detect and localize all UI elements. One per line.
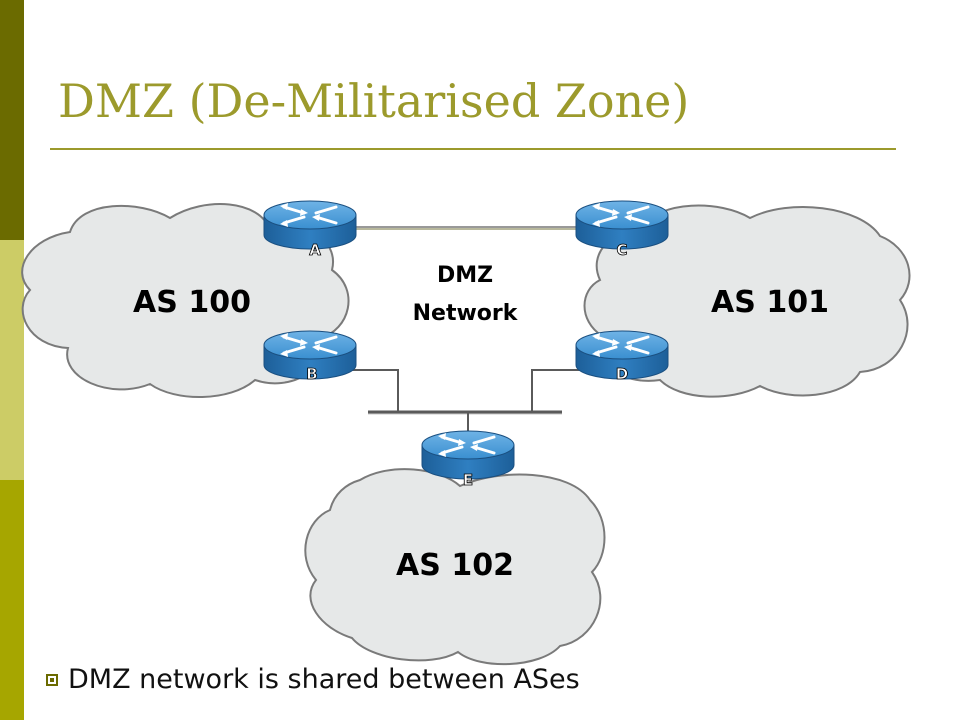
link-a-c (340, 226, 580, 230)
bullet-text: DMZ network is shared between ASes (68, 664, 580, 695)
dmz-label-line2: Network (413, 301, 519, 326)
sidebar-band-middle (0, 240, 24, 480)
router-label-e: E (463, 471, 473, 489)
link-d-segment (531, 369, 580, 412)
router-b: B (262, 329, 358, 383)
bullet-item: DMZ network is shared between ASes (46, 664, 580, 695)
cloud-label-as100: AS 100 (133, 285, 251, 320)
router-e: E (420, 429, 516, 489)
link-b-segment (352, 369, 399, 412)
router-label-b: B (306, 365, 317, 383)
title-divider (50, 148, 896, 150)
dmz-ethernet-segment (368, 410, 562, 415)
slide-title: DMZ (De-Militarised Zone) (58, 74, 690, 128)
router-a: A (262, 199, 358, 259)
sidebar-band-top (0, 0, 24, 240)
router-label-d: D (616, 365, 628, 383)
router-label-a: A (309, 241, 321, 259)
router-label-c: C (616, 241, 627, 259)
dmz-label-line1: DMZ (437, 263, 493, 288)
router-c: C (574, 199, 670, 259)
cloud-label-as102: AS 102 (396, 548, 514, 583)
cloud-as102: AS 102 (304, 468, 606, 666)
cloud-label-as101: AS 101 (711, 285, 829, 320)
sidebar-band-bottom (0, 480, 24, 720)
square-bullet-icon (46, 673, 58, 686)
router-d: D (574, 329, 670, 383)
